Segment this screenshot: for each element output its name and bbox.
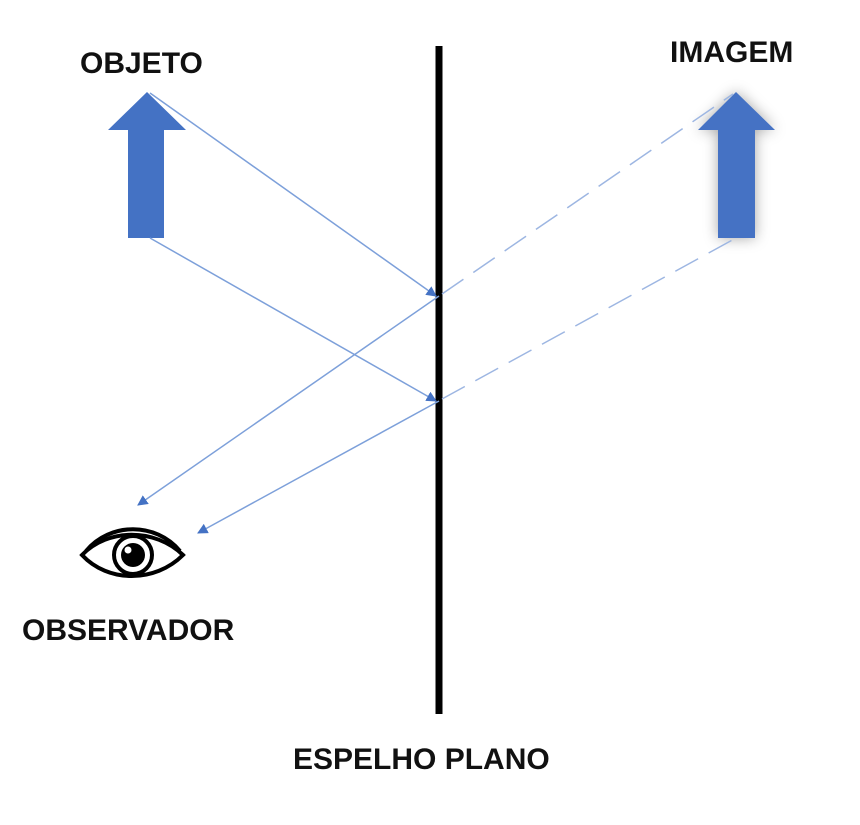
image-arrow (698, 92, 775, 238)
eye-icon (79, 527, 186, 578)
incident-ray-bottom (149, 237, 437, 402)
incident-ray-top (149, 92, 437, 297)
virtual-extension-top (441, 93, 734, 295)
object-label: OBJETO (80, 47, 203, 80)
mirror-label: ESPELHO PLANO (293, 743, 550, 776)
image-label: IMAGEM (670, 36, 793, 69)
virtual-extension-bottom (441, 237, 737, 400)
object-arrow (108, 92, 186, 238)
observer-label: OBSERVADOR (22, 614, 235, 647)
reflected-ray-top (137, 295, 440, 506)
reflected-ray-bottom (197, 400, 440, 534)
